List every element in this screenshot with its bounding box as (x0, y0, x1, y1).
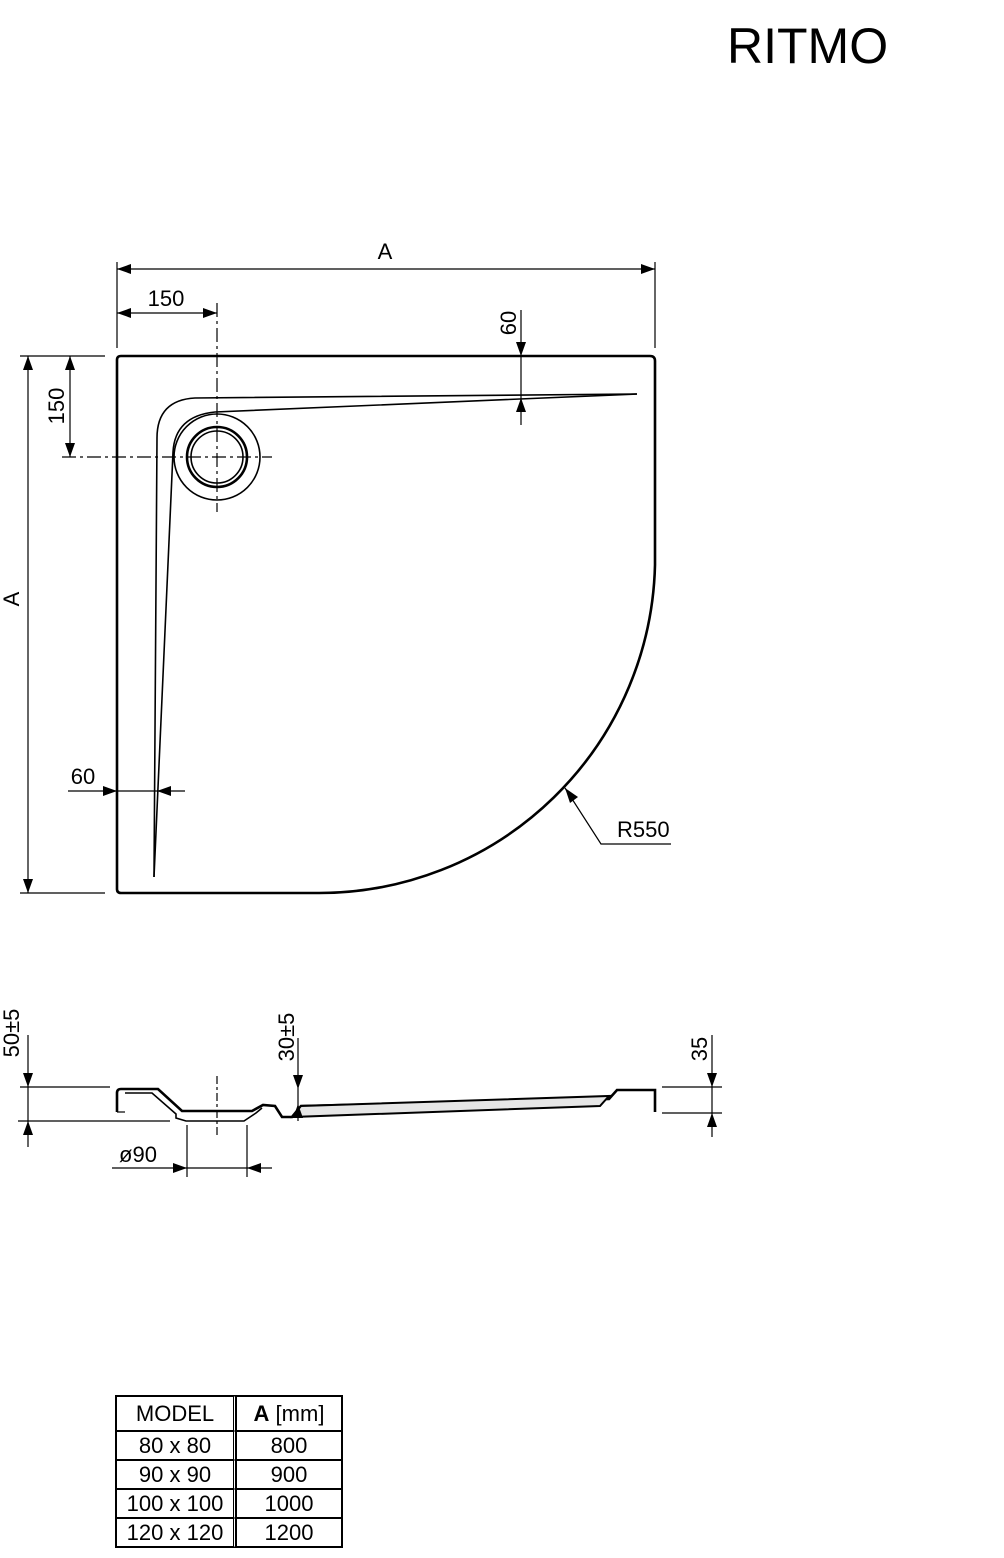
dim-rim-top-label: 60 (496, 311, 521, 335)
table-row: 80 x 80 800 (116, 1431, 342, 1460)
top-view: A 150 60 A 150 60 R550 (0, 239, 671, 895)
cell-a: 900 (236, 1460, 342, 1489)
channel-section (289, 1094, 612, 1119)
cell-model: 100 x 100 (116, 1489, 236, 1518)
tray-outline (115, 354, 657, 895)
dim-radius-label: R550 (617, 817, 670, 842)
cell-a: 1200 (236, 1518, 342, 1547)
dim-rim-left-label: 60 (71, 764, 95, 789)
dim-rim-height-label: 35 (687, 1037, 712, 1061)
side-view: 50±5 30±5 35 ø90 (0, 1009, 722, 1177)
dim-drain-x-label: 150 (148, 286, 185, 311)
product-title: RITMO (727, 18, 888, 74)
cell-model: 80 x 80 (116, 1431, 236, 1460)
tray-section-top (125, 1092, 263, 1122)
drain-channel (153, 393, 638, 878)
cell-a: 800 (236, 1431, 342, 1460)
header-a: A [mm] (236, 1396, 342, 1431)
dim-width-label: A (378, 239, 393, 264)
cell-model: 120 x 120 (116, 1518, 236, 1547)
table-row: 100 x 100 1000 (116, 1489, 342, 1518)
table-header-row: MODEL A [mm] (116, 1396, 342, 1431)
dim-drain-height-label: 30±5 (274, 1013, 299, 1062)
model-table: MODEL A [mm] 80 x 80 800 90 x 90 900 100… (115, 1395, 343, 1548)
header-model: MODEL (116, 1396, 236, 1431)
header-a-unit: [mm] (269, 1401, 325, 1426)
cell-model: 90 x 90 (116, 1460, 236, 1489)
dim-drain-diameter-label: ø90 (119, 1142, 157, 1167)
table-row: 120 x 120 1200 (116, 1518, 342, 1547)
header-a-symbol: A (253, 1401, 270, 1426)
dim-height-label: A (0, 591, 24, 606)
cell-a: 1000 (236, 1489, 342, 1518)
drain-channel-inner (153, 393, 638, 878)
dim-total-height-label: 50±5 (0, 1009, 24, 1058)
table-row: 90 x 90 900 (116, 1460, 342, 1489)
dim-drain-y-label: 150 (44, 388, 69, 425)
